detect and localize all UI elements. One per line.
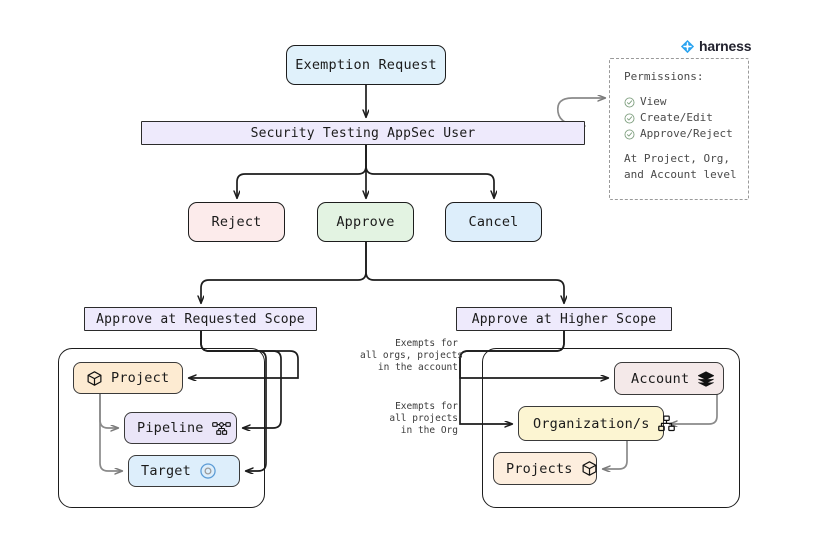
node-approve[interactable]: Approve <box>317 202 414 242</box>
check-circle-icon <box>624 113 635 124</box>
node-label: Cancel <box>468 214 519 230</box>
permissions-footer-line-2: and Account level <box>624 168 737 181</box>
node-reject[interactable]: Reject <box>188 202 285 242</box>
edge-actor-cancel <box>365 144 494 198</box>
node-label: Approve at Requested Scope <box>96 311 305 327</box>
pipeline-icon <box>211 421 231 436</box>
edge-approve-requested <box>201 241 367 303</box>
node-label: Target <box>141 463 191 479</box>
node-account[interactable]: Account <box>614 362 724 395</box>
target-icon <box>199 462 217 480</box>
node-label: Exemption Request <box>295 57 437 73</box>
node-label: Reject <box>211 214 262 230</box>
permission-item-create-edit: Create/Edit <box>624 110 748 126</box>
subgraph-requested-scope <box>58 348 265 508</box>
edge-label-account-exempt: Exempts for all orgs, projects in the ac… <box>360 338 463 373</box>
cube-icon <box>86 370 103 387</box>
harness-brand: harness <box>680 38 751 54</box>
node-approve-at-requested-scope[interactable]: Approve at Requested Scope <box>84 307 317 331</box>
edge-actor-reject <box>237 144 367 198</box>
permission-label: Approve/Reject <box>640 127 733 140</box>
node-security-testing-appsec-user[interactable]: Security Testing AppSec User <box>141 121 585 145</box>
cube-icon <box>581 460 598 477</box>
permission-label: Create/Edit <box>640 111 713 124</box>
node-label: Organization/s <box>533 415 650 432</box>
permissions-footer-line-1: At Project, Org, <box>624 152 730 165</box>
node-label: Account <box>631 370 690 387</box>
node-label: Approve <box>336 214 395 230</box>
layers-icon <box>697 370 715 388</box>
permission-item-approve-reject: Approve/Reject <box>624 126 748 142</box>
node-pipeline[interactable]: Pipeline <box>124 412 237 444</box>
node-target[interactable]: Target <box>128 455 240 487</box>
node-project[interactable]: Project <box>73 362 183 394</box>
permission-item-view: View <box>624 94 748 110</box>
permissions-title: Permissions: <box>624 70 704 83</box>
node-approve-at-higher-scope[interactable]: Approve at Higher Scope <box>456 307 672 331</box>
node-organizations[interactable]: Organization/s <box>518 406 675 441</box>
node-exemption-request[interactable]: Exemption Request <box>286 45 446 85</box>
permissions-panel: Permissions: View Create/Edit <box>609 58 749 200</box>
permission-label: View <box>640 95 667 108</box>
node-label: Approve at Higher Scope <box>471 311 657 327</box>
node-label: Pipeline <box>137 420 204 436</box>
check-circle-icon <box>624 129 635 140</box>
org-chart-icon <box>657 415 675 432</box>
node-label: Security Testing AppSec User <box>250 125 476 141</box>
harness-wordmark: harness <box>699 38 752 54</box>
harness-diamond-icon <box>680 39 695 54</box>
edge-label-org-exempt: Exempts for all projects in the Org <box>389 401 458 436</box>
subgraph-higher-scope <box>482 348 740 508</box>
node-label: Project <box>111 370 170 386</box>
node-label: Projects <box>506 460 573 477</box>
node-cancel[interactable]: Cancel <box>445 202 542 242</box>
check-circle-icon <box>624 97 635 108</box>
edge-approve-higher <box>365 241 564 303</box>
node-projects[interactable]: Projects <box>493 452 597 485</box>
